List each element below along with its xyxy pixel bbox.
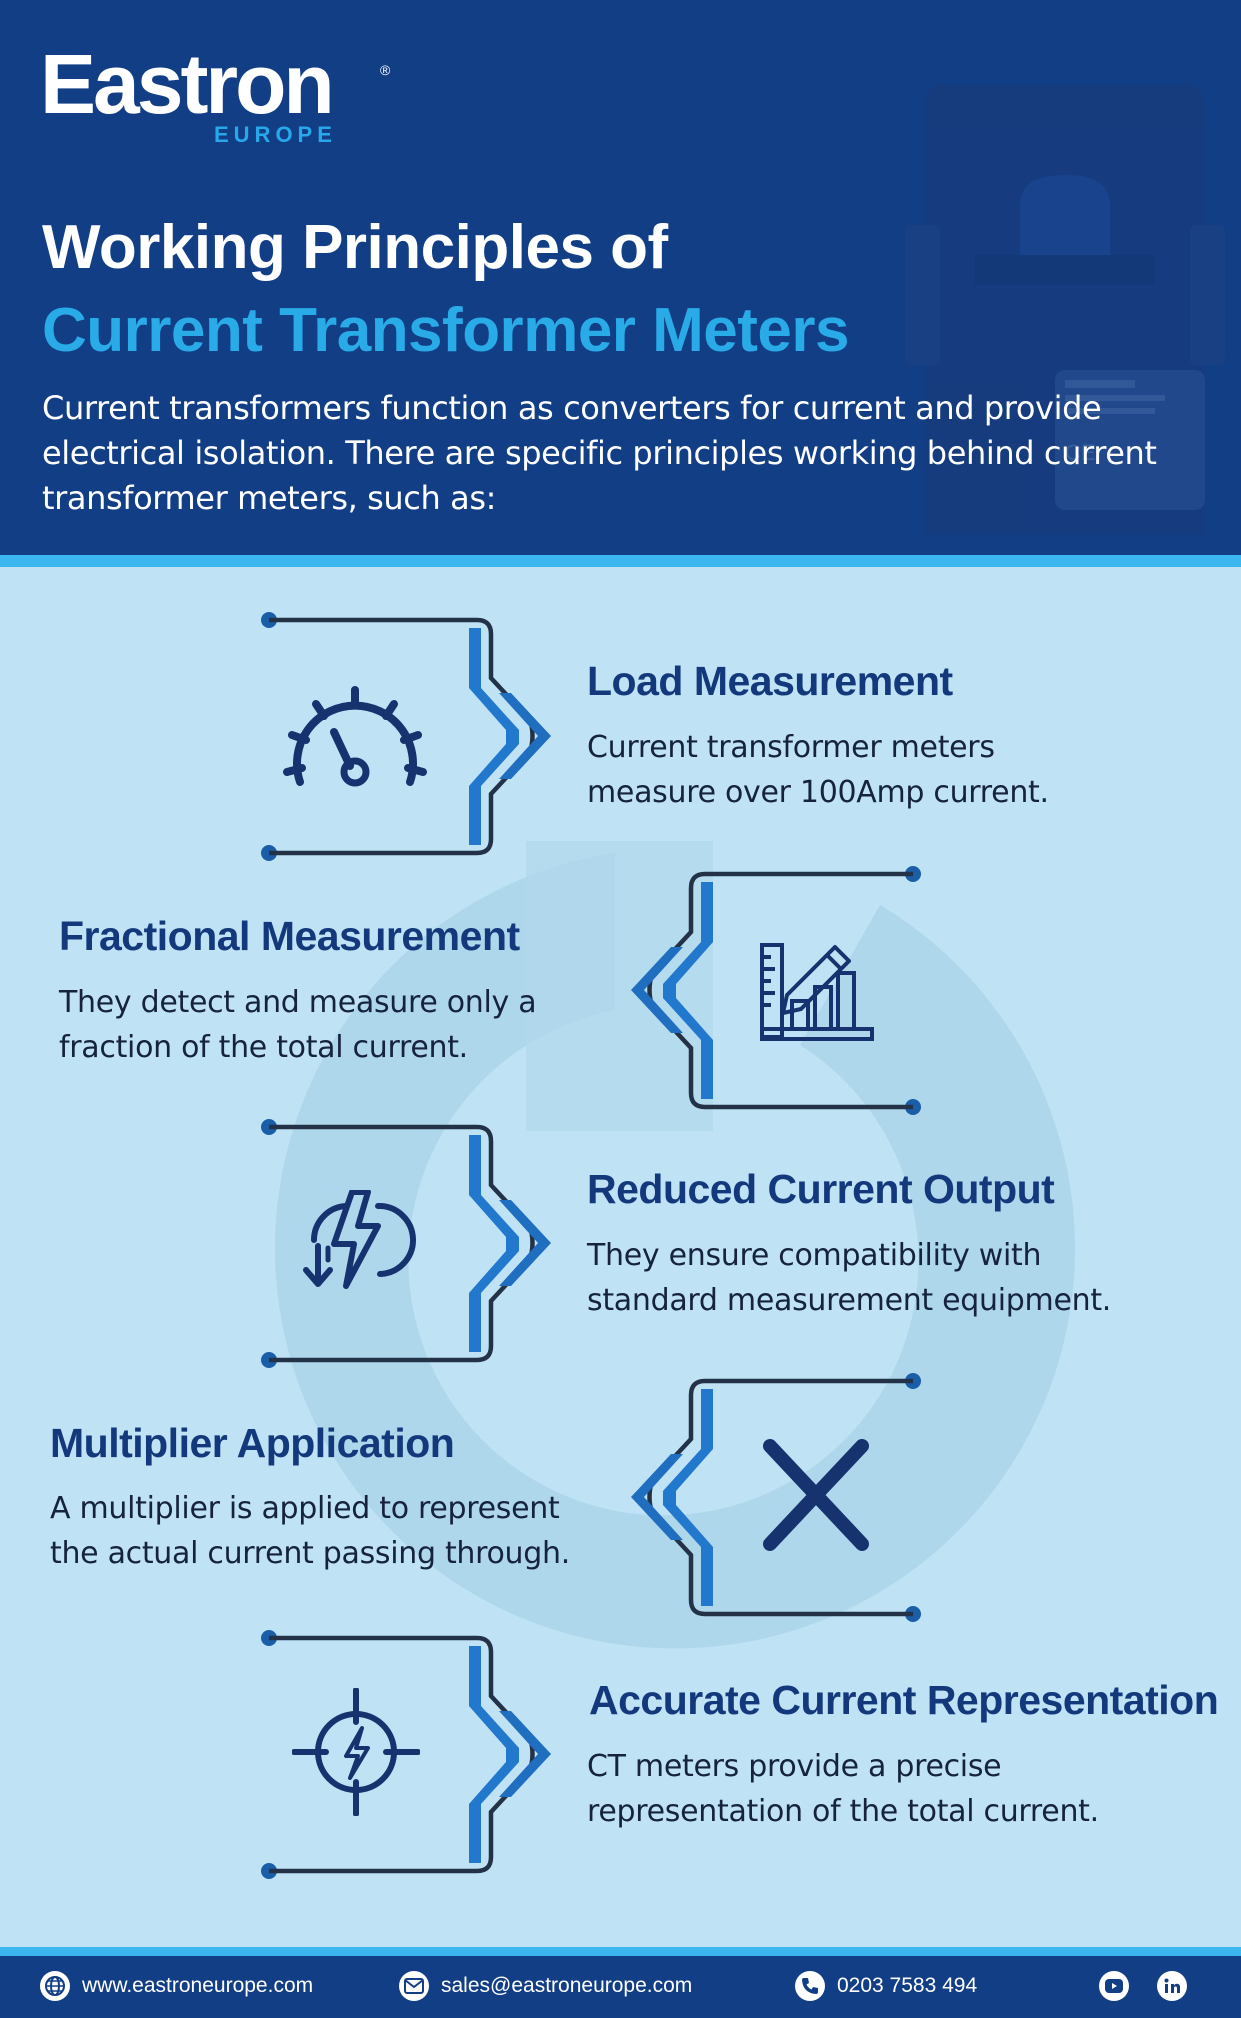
connector-bracket-reduced [261,1119,551,1368]
linkedin-icon [1157,1971,1187,2001]
globe-icon [40,1971,70,2001]
svg-text:CE: CE [1065,440,1096,465]
footer-bar [0,1947,1241,2018]
section-desc-accurate: CT meters provide a precise representati… [587,1744,1099,1834]
section-desc-reduced-line1: They ensure compatibility with [587,1238,1042,1273]
section-desc-load-line1: Current transformer meters [587,730,995,765]
section-desc-reduced-line2: standard measurement equipment. [587,1283,1112,1318]
footer-phone-link[interactable]: 0203 7583 494 [795,1969,977,2003]
section-title-multiplier: Multiplier Application [50,1420,455,1466]
logo-subtitle: EUROPE [214,122,337,147]
phone-icon [795,1971,825,2001]
background-arc-decoration [274,841,1075,1649]
intro-paragraph: Current transformers function as convert… [42,389,1157,517]
logo-wordmark: Eastron [40,37,335,131]
linkedin-link[interactable] [1157,1969,1187,2003]
header-accent-stripe [0,555,1241,567]
logo-registered-mark: ® [380,62,391,78]
section-title-load: Load Measurement [587,658,953,704]
section-desc-multiplier: A multiplier is applied to represent the… [50,1486,570,1576]
footer-accent-stripe [0,1947,1241,1956]
section-desc-load-line2: measure over 100Amp current. [587,775,1049,810]
page-title-line2: Current Transformer Meters [42,296,850,365]
section-desc-fractional-line2: fraction of the total current. [59,1030,468,1065]
mail-icon [399,1971,429,2001]
speedometer-icon [283,686,427,787]
page-title-line1: Working Principles of [42,213,668,282]
chart-pencil-icon [760,943,874,1041]
section-title-fractional: Fractional Measurement [59,913,520,959]
section-desc-reduced: They ensure compatibility with standard … [587,1233,1111,1323]
eastron-logo: Eastron ® EUROPE [40,37,390,147]
youtube-link[interactable] [1099,1969,1129,2003]
connector-bracket-accurate [261,1630,551,1879]
footer-website-link[interactable]: www.eastroneurope.com [40,1969,313,2003]
header-banner: CE Eastron ® EUROPE Working Principles o… [0,0,1241,555]
connector-bracket-fractional [631,866,921,1115]
youtube-icon [1099,1971,1129,2001]
multiply-icon [763,1439,869,1551]
footer-phone-text: 0203 7583 494 [837,1974,978,1997]
section-desc-fractional: They detect and measure only a fraction … [59,980,537,1070]
section-desc-fractional-line1: They detect and measure only a [59,985,537,1020]
section-title-reduced: Reduced Current Output [587,1166,1055,1212]
section-desc-multiplier-line2: the actual current passing through. [50,1536,570,1571]
section-desc-accurate-line2: representation of the total current. [587,1794,1099,1829]
section-desc-multiplier-line1: A multiplier is applied to represent [50,1491,560,1526]
section-title-accurate: Accurate Current Representation [589,1677,1219,1723]
connector-bracket-multiplier [631,1373,921,1622]
power-down-icon [303,1190,416,1289]
connector-bracket-load [261,612,551,861]
target-bolt-icon [292,1688,420,1816]
section-desc-accurate-line1: CT meters provide a precise [587,1749,1002,1784]
footer-website-text: www.eastroneurope.com [82,1974,314,1997]
section-desc-load: Current transformer meters measure over … [587,725,1049,815]
footer-email-text: sales@eastroneurope.com [441,1974,693,1997]
current-transformer-device-image: CE [905,85,1225,535]
footer-email-link[interactable]: sales@eastroneurope.com [399,1969,692,2003]
